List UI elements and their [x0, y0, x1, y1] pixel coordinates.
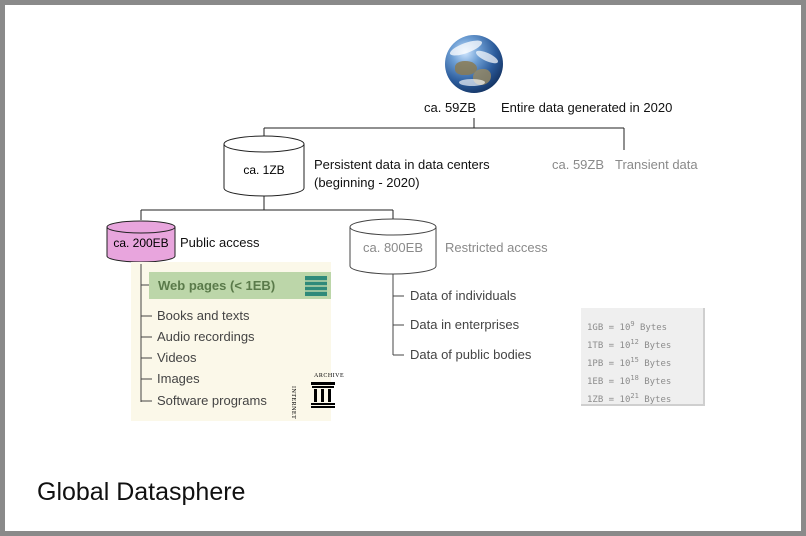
restricted-item: Data in enterprises	[410, 317, 520, 332]
public-label: Public access	[180, 235, 260, 250]
transient-amount: ca. 59ZB	[552, 157, 605, 172]
web-pages-icon	[305, 276, 327, 296]
unit-row: 1PB = 1015 Bytes	[587, 356, 672, 369]
unit-row: 1TB = 1012 Bytes	[587, 338, 672, 351]
persistent-label-line2: (beginning - 2020)	[314, 175, 420, 190]
unit-row: 1GB = 109 Bytes	[587, 320, 668, 333]
earth-globe-icon	[445, 35, 503, 93]
public-item: Books and texts	[157, 308, 250, 323]
transient-label: Transient data	[615, 157, 698, 172]
internet-archive-logo-text-top: ARCHIVE	[314, 373, 345, 379]
web-pages-label: Web pages (< 1EB)	[158, 278, 276, 293]
unit-row: 1ZB = 1021 Bytes	[587, 392, 672, 405]
slide-title: Global Datasphere	[37, 478, 246, 506]
web-pages-highlight	[149, 272, 331, 299]
public-item: Images	[157, 371, 200, 386]
cylinder-restricted	[349, 218, 437, 275]
cylinder-persistent	[223, 135, 305, 197]
public-amount: ca. 200EB	[113, 236, 169, 250]
restricted-item: Data of public bodies	[410, 347, 532, 362]
root-label: Entire data generated in 2020	[501, 100, 673, 115]
restricted-label: Restricted access	[445, 240, 548, 255]
internet-archive-logo-icon	[311, 382, 335, 408]
internet-archive-logo-text-side: INTERNET	[290, 386, 296, 420]
restricted-amount: ca. 800EB	[363, 240, 423, 255]
unit-row: 1EB = 1018 Bytes	[587, 374, 672, 387]
restricted-item: Data of individuals	[410, 288, 517, 303]
persistent-label-line1: Persistent data in data centers	[314, 157, 490, 172]
persistent-amount: ca. 1ZB	[243, 163, 285, 177]
units-legend: 1GB = 109 Bytes 1TB = 1012 Bytes 1PB = 1…	[581, 308, 705, 406]
root-amount: ca. 59ZB	[424, 100, 477, 115]
public-item: Audio recordings	[157, 329, 255, 344]
public-item: Videos	[157, 350, 197, 365]
cylinder-public	[106, 220, 176, 263]
public-item: Software programs	[157, 393, 267, 408]
